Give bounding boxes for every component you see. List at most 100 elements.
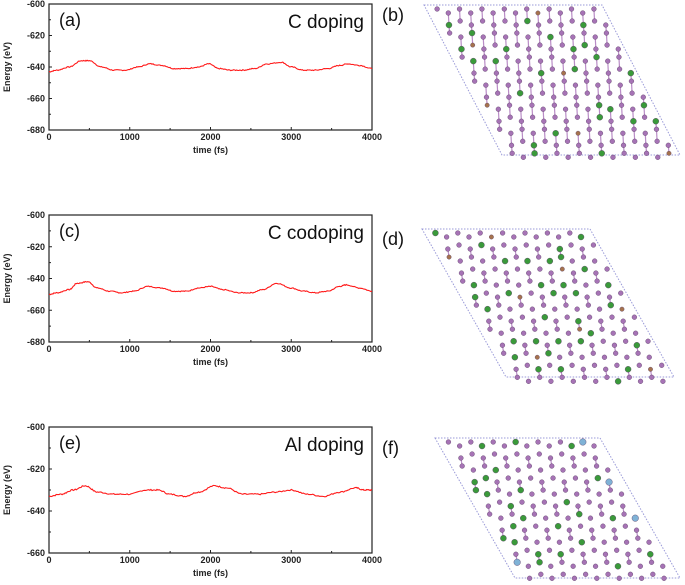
dopant-atom bbox=[577, 326, 583, 332]
green-atom bbox=[624, 366, 632, 373]
host-atom bbox=[581, 374, 588, 380]
host-atom bbox=[574, 491, 580, 497]
host-atom bbox=[501, 350, 507, 356]
green-atom bbox=[581, 265, 588, 273]
green-atom bbox=[505, 289, 512, 297]
host-atom bbox=[623, 338, 629, 344]
green-atom bbox=[482, 474, 490, 482]
host-atom bbox=[479, 6, 485, 12]
host-atom bbox=[589, 527, 595, 533]
host-atom bbox=[620, 142, 627, 148]
host-atom bbox=[639, 575, 645, 581]
host-atom bbox=[456, 242, 462, 248]
host-atom bbox=[540, 302, 547, 308]
host-atom bbox=[557, 10, 563, 16]
host-atom bbox=[648, 559, 655, 565]
host-atom bbox=[580, 254, 587, 260]
host-atom bbox=[494, 78, 500, 84]
host-atom bbox=[617, 82, 623, 88]
host-atom bbox=[527, 575, 533, 581]
host-atom bbox=[620, 503, 626, 509]
host-atom bbox=[494, 294, 501, 300]
host-atom bbox=[550, 475, 556, 481]
host-atom bbox=[501, 443, 508, 449]
host-atom bbox=[503, 455, 509, 461]
series-annotation: C doping bbox=[288, 12, 364, 33]
host-atom bbox=[519, 314, 525, 320]
host-atom bbox=[614, 362, 620, 368]
host-atom bbox=[581, 559, 587, 565]
host-atom bbox=[632, 154, 638, 160]
x-tick-label: 1000 bbox=[120, 132, 140, 142]
host-atom bbox=[467, 246, 473, 252]
host-atom bbox=[459, 54, 465, 60]
x-tick-label: 0 bbox=[46, 555, 51, 565]
host-atom bbox=[504, 463, 510, 469]
host-atom bbox=[498, 515, 504, 521]
host-atom bbox=[604, 374, 610, 380]
dopant-atom bbox=[513, 558, 521, 566]
host-atom bbox=[504, 278, 511, 284]
host-atom bbox=[534, 539, 540, 545]
host-atom bbox=[637, 378, 644, 384]
host-atom bbox=[580, 551, 586, 557]
host-atom bbox=[480, 455, 486, 461]
host-atom bbox=[554, 511, 560, 517]
host-atom bbox=[523, 535, 529, 541]
green-atom bbox=[563, 498, 570, 506]
dopant-atom bbox=[605, 478, 613, 486]
x-tick-label: 4000 bbox=[362, 555, 382, 565]
host-atom bbox=[512, 10, 519, 16]
lattice-structure-d: (d) bbox=[382, 228, 675, 385]
host-atom bbox=[592, 455, 598, 461]
green-atom bbox=[555, 338, 562, 345]
host-atom bbox=[525, 34, 531, 40]
host-atom bbox=[633, 527, 640, 533]
green-atom bbox=[557, 253, 565, 261]
host-atom bbox=[650, 571, 656, 577]
host-atom bbox=[600, 523, 606, 529]
host-atom bbox=[469, 451, 475, 457]
green-atom bbox=[530, 142, 538, 149]
host-atom bbox=[654, 138, 660, 144]
green-atom bbox=[556, 245, 564, 253]
host-atom bbox=[544, 527, 550, 533]
host-atom bbox=[592, 258, 598, 264]
host-atom bbox=[616, 54, 622, 60]
host-atom bbox=[493, 282, 499, 288]
host-atom bbox=[561, 479, 567, 485]
host-atom bbox=[491, 254, 497, 260]
host-atom bbox=[569, 547, 575, 553]
host-atom bbox=[554, 150, 560, 156]
host-atom bbox=[569, 362, 575, 368]
host-atom bbox=[626, 559, 632, 565]
host-atom bbox=[496, 118, 502, 124]
host-atom bbox=[574, 114, 581, 120]
host-atom bbox=[631, 126, 637, 132]
energy-line bbox=[48, 484, 373, 498]
host-atom bbox=[596, 491, 602, 497]
host-atom bbox=[524, 443, 530, 449]
green-atom bbox=[535, 366, 542, 373]
host-atom bbox=[615, 46, 621, 52]
dopant-atom bbox=[559, 266, 565, 272]
x-tick-label: 2000 bbox=[200, 555, 220, 565]
host-atom bbox=[566, 527, 572, 533]
green-atom bbox=[557, 551, 564, 558]
host-atom bbox=[590, 350, 596, 356]
host-atom bbox=[526, 54, 532, 60]
host-atom bbox=[602, 551, 609, 557]
green-atom bbox=[627, 69, 634, 77]
green-atom bbox=[587, 330, 595, 337]
host-atom bbox=[603, 366, 609, 372]
host-atom bbox=[560, 58, 566, 64]
host-atom bbox=[565, 330, 572, 336]
host-atom bbox=[584, 78, 590, 84]
host-atom bbox=[636, 362, 642, 368]
host-atom bbox=[514, 451, 520, 457]
host-atom bbox=[528, 290, 534, 296]
host-atom bbox=[483, 94, 490, 100]
green-atom bbox=[537, 69, 545, 77]
